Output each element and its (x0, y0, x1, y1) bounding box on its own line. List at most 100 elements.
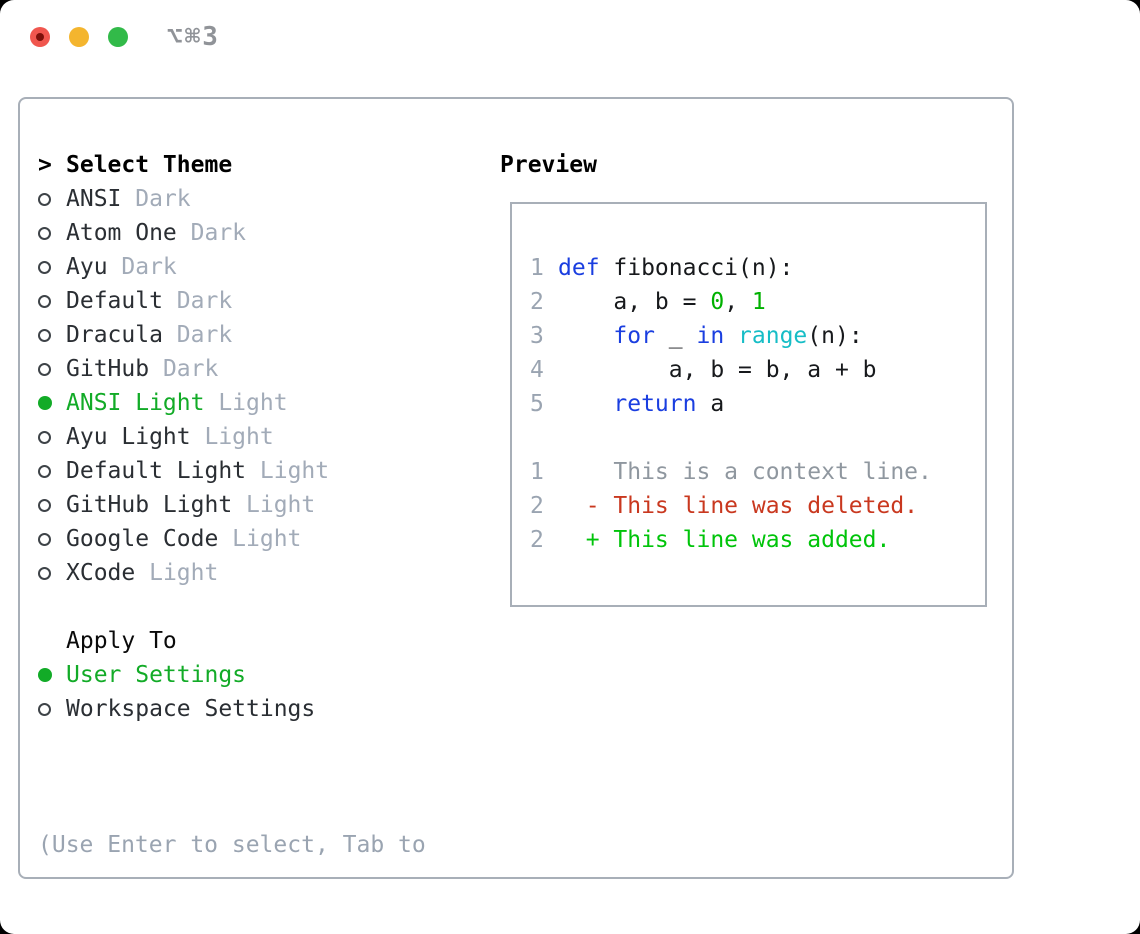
theme-variant-badge: Dark (135, 186, 191, 212)
hint-line-1: (Use Enter to select, Tab to (38, 832, 426, 858)
theme-option-github[interactable]: GitHub Dark (38, 352, 488, 386)
radio-selected-icon (38, 396, 66, 410)
radio-unselected-icon (38, 226, 66, 240)
zoom-button[interactable] (108, 27, 128, 47)
theme-option-ansi[interactable]: ANSI Dark (38, 182, 488, 216)
theme-option-default[interactable]: Default Dark (38, 284, 488, 318)
radio-unselected-icon (38, 328, 66, 342)
close-button[interactable] (30, 27, 50, 47)
radio-icon (38, 532, 51, 546)
select-theme-title: Select Theme (66, 152, 233, 178)
code-token-lit: 0 (710, 289, 725, 315)
code-token-lit: 1 (751, 289, 766, 315)
code-token-pl: a, b = (558, 289, 711, 315)
radio-icon (38, 668, 52, 682)
code-token-pl (724, 323, 738, 349)
theme-name: GitHub Light (66, 492, 247, 518)
code-token-pl: a, b = b, a + b (558, 357, 877, 383)
line-number: 5 (530, 391, 544, 417)
select-theme-header: > Select Theme (38, 148, 488, 182)
minimize-button[interactable] (69, 27, 89, 47)
code-line: 2 + This line was added. (530, 523, 985, 557)
radio-icon (38, 566, 51, 580)
theme-variant-badge: Light (149, 560, 219, 586)
code-token-pl: _ (654, 323, 697, 349)
code-token-kw: in (696, 323, 725, 349)
theme-option-github-light[interactable]: GitHub Light Light (38, 488, 488, 522)
hint-line-2: change focus) (38, 930, 488, 934)
code-token-kw: return (613, 391, 697, 417)
radio-unselected-icon (38, 566, 66, 580)
spacer (38, 726, 488, 760)
spacer (38, 590, 488, 624)
apply-to-title: Apply To (66, 628, 177, 654)
theme-option-ayu-light[interactable]: Ayu Light Light (38, 420, 488, 454)
radio-icon (38, 464, 51, 478)
line-number: 2 (530, 493, 544, 519)
theme-option-default-light[interactable]: Default Light Light (38, 454, 488, 488)
theme-option-dracula[interactable]: Dracula Dark (38, 318, 488, 352)
theme-name: GitHub (66, 356, 163, 382)
apply-option-user-settings[interactable]: User Settings (38, 658, 488, 692)
radio-icon (38, 362, 51, 376)
theme-name: Atom One (66, 220, 191, 246)
radio-icon (38, 294, 51, 308)
theme-variant-badge: Light (218, 390, 288, 416)
theme-name: ANSI Light (66, 390, 219, 416)
radio-icon (38, 260, 51, 274)
theme-variant-badge: Dark (190, 220, 247, 246)
radio-icon (38, 396, 52, 410)
code-line: 4 a, b = b, a + b (530, 353, 985, 387)
hint-text: (Use Enter to select, Tab to change focu… (38, 760, 488, 934)
radio-unselected-icon (38, 498, 66, 512)
window-shortcut-label: ⌥⌘3 (167, 22, 220, 52)
radio-icon (38, 192, 51, 206)
code-token-add: + This line was added. (558, 527, 891, 553)
code-line: 1 This is a context line. (530, 455, 985, 489)
radio-icon (38, 498, 51, 512)
theme-name: Google Code (66, 526, 233, 552)
code-token-fn: range (738, 323, 808, 349)
preview-title: Preview (500, 152, 597, 178)
code-token-kw: for (613, 323, 655, 349)
radio-unselected-icon (38, 702, 66, 716)
code-token-pl (558, 323, 613, 349)
theme-name: XCode (66, 560, 150, 586)
titlebar (30, 27, 128, 47)
theme-variant-badge: Dark (176, 288, 233, 314)
radio-icon (38, 702, 51, 716)
theme-option-atom-one[interactable]: Atom One Dark (38, 216, 488, 250)
radio-icon (38, 226, 51, 240)
code-line: 3 for _ in range(n): (530, 319, 985, 353)
radio-selected-icon (38, 668, 66, 682)
apply-to-header: Apply To (38, 624, 488, 658)
radio-icon (38, 328, 51, 342)
theme-variant-badge: Light (204, 424, 274, 450)
radio-unselected-icon (38, 294, 66, 308)
theme-option-ayu[interactable]: Ayu Dark (38, 250, 488, 284)
theme-option-ansi-light[interactable]: ANSI Light Light (38, 386, 488, 420)
radio-unselected-icon (38, 260, 66, 274)
radio-unselected-icon (38, 192, 66, 206)
apply-option-label: Workspace Settings (66, 696, 316, 722)
theme-name: Ayu (66, 254, 122, 280)
line-number: 2 (530, 289, 544, 315)
theme-option-google-code[interactable]: Google Code Light (38, 522, 488, 556)
theme-variant-badge: Dark (121, 254, 177, 280)
theme-variant-badge: Dark (162, 356, 219, 382)
line-number: 2 (530, 527, 544, 553)
theme-variant-badge: Light (246, 492, 316, 518)
radio-icon (38, 430, 51, 444)
radio-unselected-icon (38, 362, 66, 376)
theme-option-xcode[interactable]: XCode Light (38, 556, 488, 590)
theme-variant-badge: Light (259, 458, 330, 484)
apply-option-workspace-settings[interactable]: Workspace Settings (38, 692, 488, 726)
code-line: 2 a, b = 0, 1 (530, 285, 985, 319)
theme-variant-badge: Dark (176, 322, 233, 348)
